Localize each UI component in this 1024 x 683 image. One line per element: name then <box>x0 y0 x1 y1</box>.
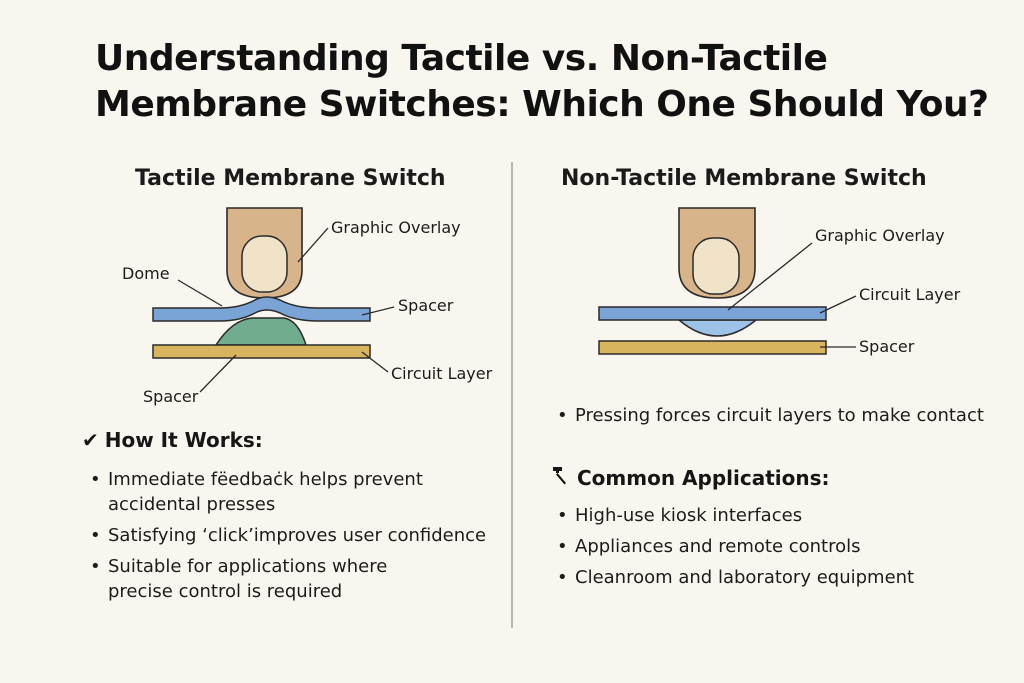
list-item: Appliances and remote controls <box>553 534 993 559</box>
tactile-fingernail <box>241 235 288 293</box>
non-tactile-contact <box>676 319 759 337</box>
label-spacer: Spacer <box>398 296 454 315</box>
list-item: Satisfying ‘click’improves user confiden… <box>86 523 506 548</box>
leader-spacer-right <box>361 306 395 316</box>
label-circuit-layer: Circuit Layer <box>391 364 493 383</box>
tactile-diagram <box>152 207 395 393</box>
how-it-works-title: How It Works: <box>104 428 263 452</box>
label-graphic-overlay: Graphic Overlay <box>331 218 461 237</box>
list-item: Immediate fëedbaċk helps prevent acciden… <box>86 467 448 517</box>
list-item: High-use kiosk interfaces <box>553 503 993 528</box>
title-line-1: Understanding Tactile vs. Non-Tactile <box>95 38 828 79</box>
non-tactile-circuit-layer <box>598 306 827 321</box>
leader-graphic-overlay <box>297 227 329 263</box>
nt-label-graphic-overlay: Graphic Overlay <box>815 226 945 245</box>
list-item: Pressing forces circuit layers to make c… <box>553 403 1013 428</box>
common-applications-title: Common Applications: <box>577 465 830 490</box>
page-title: Understanding Tactile vs. Non-Tactile Me… <box>95 36 995 128</box>
tactile-bottom-layer <box>152 344 371 359</box>
hammer-icon <box>549 464 571 491</box>
common-applications-heading: Common Applications: <box>549 464 830 491</box>
label-spacer-bottom: Spacer <box>143 387 199 406</box>
leader-spacer-bottom <box>199 354 237 393</box>
tactile-dome <box>214 317 308 346</box>
tactile-heading: Tactile Membrane Switch <box>135 166 446 191</box>
leader-circuit-layer <box>361 351 389 373</box>
label-dome: Dome <box>122 264 170 283</box>
tactile-overlay-layer <box>152 296 371 322</box>
non-tactile-diagram <box>598 207 857 355</box>
column-divider <box>511 162 513 628</box>
nt-leader-graphic-overlay <box>727 242 813 311</box>
non-tactile-spacer-layer <box>598 340 827 355</box>
non-tactile-fingernail <box>692 237 740 295</box>
how-it-works-heading: ✔ How It Works: <box>82 428 263 452</box>
how-it-works-list: Immediate fëedbaċk helps prevent acciden… <box>86 467 506 610</box>
nt-label-circuit-layer: Circuit Layer <box>859 285 961 304</box>
list-item: Cleanroom and laboratory equipment <box>553 565 993 590</box>
common-applications-list: High-use kiosk interfaces Appliances and… <box>553 503 993 596</box>
nt-leader-circuit-layer <box>819 295 857 314</box>
non-tactile-heading: Non-Tactile Membrane Switch <box>561 166 927 191</box>
nt-label-spacer: Spacer <box>859 337 915 356</box>
list-item: Suitable for applications where precise … <box>86 554 408 604</box>
checkmark-icon: ✔ <box>82 428 99 452</box>
non-tactile-description: Pressing forces circuit layers to make c… <box>553 403 1013 434</box>
title-line-2: Membrane Switches: Which One Should You? <box>95 84 989 125</box>
leader-dome <box>177 279 223 307</box>
